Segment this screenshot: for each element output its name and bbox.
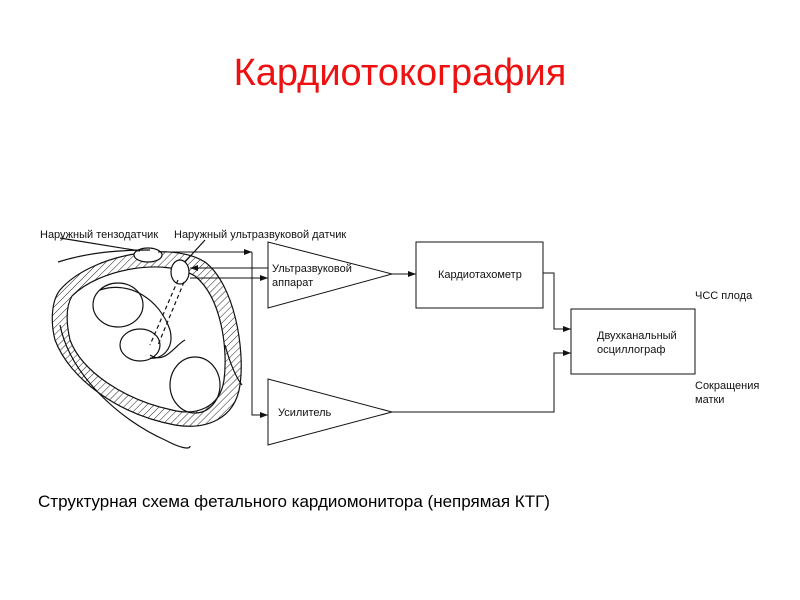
fetal-hr-label: ЧСС плода	[695, 290, 753, 302]
oscillograph-block	[570, 308, 696, 375]
slide-title: Кардиотокография	[233, 52, 567, 94]
contractions-label-2: матки	[695, 394, 724, 406]
signal-lines	[158, 249, 571, 418]
ultrasound-device-label-1: Ультразвуковой	[272, 263, 352, 275]
ultrasound-device-block	[267, 241, 394, 309]
cardiotachometer-label: Кардиотахометр	[438, 269, 522, 281]
cardiotachometer-block	[415, 241, 544, 309]
uterus-fetus-illustration	[51, 237, 243, 449]
contractions-label-1: Сокращения	[695, 380, 759, 392]
ultrasound-device-label-2: аппарат	[272, 277, 313, 289]
ultrasound-sensor-label: Наружный ультразвуковой датчик	[174, 229, 346, 241]
slide-caption: Структурная схема фетального кардиомонит…	[38, 492, 550, 511]
tenzo-sensor-label: Наружный тензодатчик	[40, 229, 158, 241]
oscillograph-label-1: Двухканальный	[597, 330, 677, 342]
amplifier-block	[267, 378, 394, 446]
oscillograph-label-2: осциллограф	[597, 344, 665, 356]
amplifier-label: Усилитель	[278, 407, 332, 419]
